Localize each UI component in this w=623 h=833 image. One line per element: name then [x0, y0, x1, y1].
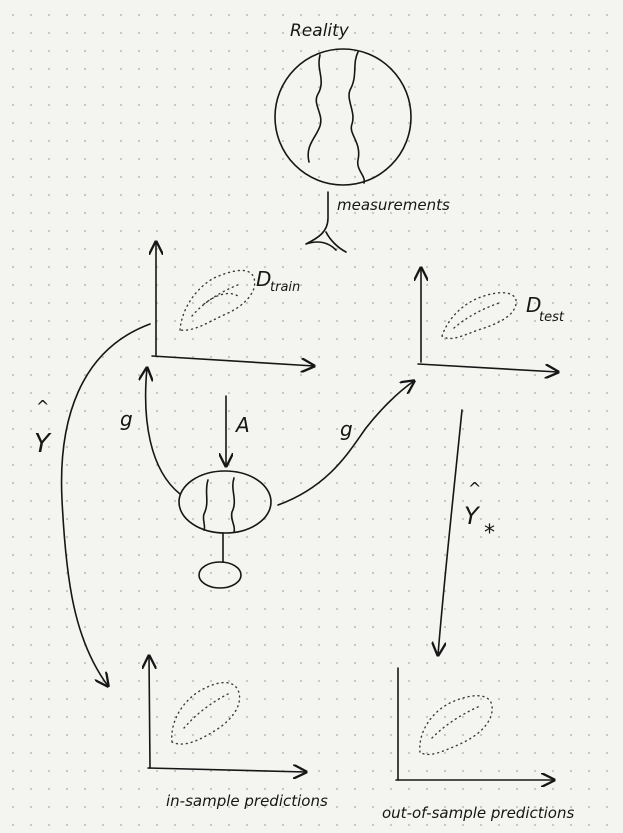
in-sample-dots-outline: [171, 682, 241, 745]
y-hat-star-hat: ^: [468, 479, 481, 498]
in-sample-plot: in-sample predictions: [148, 656, 328, 810]
test-x-axis: [417, 363, 558, 372]
out-of-sample-label: out-of-sample predictions: [382, 804, 574, 822]
reality-squiggle-left: [307, 54, 322, 163]
arrow-yhat-star-test-to-outsample: [438, 409, 463, 655]
train-plot: D train: [152, 242, 314, 366]
model-base: [198, 561, 242, 589]
measurements-brace: measurements: [305, 191, 450, 253]
d-test-subscript: test: [539, 310, 565, 325]
out-sample-dots-outline: [419, 695, 493, 756]
reality-node: Reality: [274, 21, 412, 186]
arrow-g-model-to-train: [146, 368, 181, 495]
brace-icon: [305, 191, 337, 251]
y-hat-star-subscript: *: [484, 521, 495, 546]
reality-label: Reality: [290, 21, 350, 41]
measurements-label: measurements: [337, 196, 450, 214]
y-hat-left-hat: ^: [36, 397, 49, 416]
d-train-subscript: train: [270, 280, 300, 295]
model-squiggle-right: [230, 477, 236, 533]
out-of-sample-plot: out-of-sample predictions: [382, 667, 574, 822]
y-hat-star-label: Y: [464, 502, 481, 530]
in-sample-y-axis: [149, 656, 150, 769]
train-dots-inner-2: [203, 292, 239, 305]
brace-tail: [325, 231, 347, 253]
arrow-yhat-train-to-insample: [60, 323, 151, 686]
out-sample-dots-inner: [431, 705, 481, 739]
train-dots-outline: [179, 269, 256, 331]
model-node: [178, 470, 272, 589]
arrow-g-model-to-test: [277, 381, 414, 506]
test-plot: D test: [418, 268, 565, 372]
model-squiggle-left: [202, 479, 209, 531]
model-ellipse: [178, 470, 272, 534]
test-dots-outline: [441, 292, 517, 340]
a-label: A: [234, 413, 250, 437]
train-x-axis: [151, 355, 314, 366]
train-dots-inner: [191, 283, 241, 317]
in-sample-dots-inner: [183, 693, 229, 729]
reality-circle: [274, 48, 412, 186]
g-right-label: g: [340, 417, 353, 441]
d-train-symbol: D: [256, 267, 271, 291]
g-left-label: g: [120, 407, 133, 431]
in-sample-label: in-sample predictions: [166, 792, 328, 810]
d-test-symbol: D: [526, 293, 541, 317]
y-hat-left-label: Y: [34, 429, 52, 459]
in-sample-x-axis: [147, 768, 306, 772]
reality-squiggle-right: [348, 51, 366, 184]
test-dots-inner: [453, 301, 503, 329]
